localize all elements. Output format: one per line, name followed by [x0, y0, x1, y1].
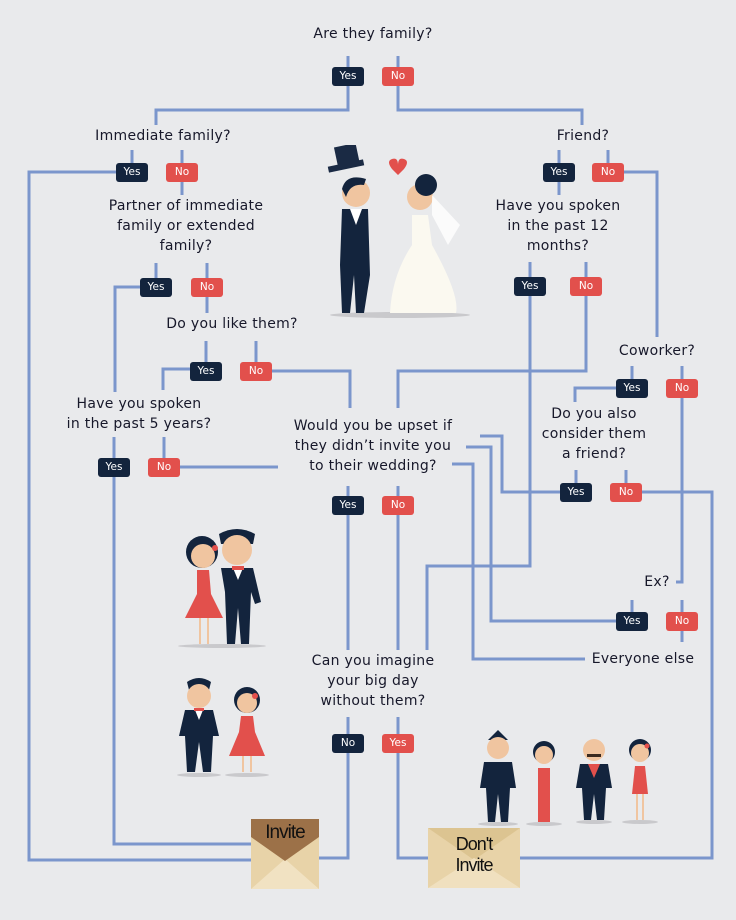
envelope-icon	[428, 828, 520, 888]
ex-yes-badge: Yes	[616, 612, 648, 631]
guests-illustration	[474, 728, 666, 832]
partner-yes-badge: Yes	[140, 278, 172, 297]
question-partner-extended: Partner of immediate family or extended …	[109, 196, 264, 256]
question-line: Have you spoken	[76, 396, 202, 412]
connector-spoken5-no	[162, 437, 278, 469]
couple-illustration	[175, 522, 270, 654]
connector-like-no	[254, 341, 352, 408]
coworker-no-badge: No	[666, 379, 698, 398]
friend-yes-badge: Yes	[543, 163, 575, 182]
pair-icon	[177, 678, 269, 777]
question-line: Have you spoken	[495, 198, 621, 214]
invite-envelope: Invite	[251, 819, 319, 889]
connector-friend-no	[606, 150, 659, 337]
question-line: a friend?	[561, 446, 627, 462]
question-consider-friend: Do you also consider them a friend?	[542, 404, 647, 464]
connector-family-yes	[154, 56, 350, 125]
question-friend: Friend?	[556, 128, 610, 144]
pair-illustration	[175, 676, 270, 782]
partner-no-badge: No	[191, 278, 223, 297]
connector-family-no	[396, 56, 584, 125]
connector-coworker-no	[676, 366, 684, 584]
upset-yes-badge: Yes	[332, 496, 364, 515]
question-line: in the past 12	[507, 218, 609, 234]
family-yes-badge: Yes	[332, 67, 364, 86]
question-line: without them?	[320, 693, 426, 709]
couple-icon	[178, 529, 266, 648]
question-imagine-big-day: Can you imagine your big day without the…	[312, 651, 435, 711]
consider-no-badge: No	[610, 483, 642, 502]
imagine-no-badge: No	[332, 734, 364, 753]
spoken5-no-badge: No	[148, 458, 180, 477]
question-line: Partner of immediate	[108, 198, 264, 214]
question-line: Can you imagine	[311, 653, 435, 669]
connector-spoken12-no	[396, 262, 588, 408]
friend-no-badge: No	[592, 163, 624, 182]
connector-ex-yes	[466, 445, 634, 623]
dont-invite-envelope: Don't Invite	[428, 828, 520, 888]
question-line: family or extended	[117, 218, 255, 234]
question-line: in the past 5 years?	[66, 416, 212, 432]
question-line: your big day	[327, 673, 419, 689]
question-are-they-family: Are they family?	[313, 26, 433, 42]
bride-and-groom-illustration	[320, 142, 480, 324]
question-would-you-be-upset: Would you be upset if they didn’t invite…	[294, 416, 453, 476]
connector-spoken5-yes	[112, 437, 251, 846]
question-coworker: Coworker?	[618, 343, 696, 359]
connector-partner-yes	[113, 263, 158, 392]
connector-coworker-yes	[573, 366, 634, 402]
imagine-yes-badge: Yes	[382, 734, 414, 753]
question-everyone-else: Everyone else	[591, 651, 695, 667]
spoken12-no-badge: No	[570, 277, 602, 296]
immediate-yes-badge: Yes	[116, 163, 148, 182]
connector-imagine-no	[319, 717, 350, 860]
dont-invite-label: Don't Invite	[428, 834, 520, 876]
question-like-them: Do you like them?	[166, 316, 298, 332]
question-line: Would you be upset if	[293, 418, 453, 434]
connector-spoken12-yes	[425, 262, 532, 650]
question-ex: Ex?	[644, 574, 670, 590]
coworker-yes-badge: Yes	[616, 379, 648, 398]
question-immediate-family: Immediate family?	[95, 128, 231, 144]
like-yes-badge: Yes	[190, 362, 222, 381]
family-no-badge: No	[382, 67, 414, 86]
connector-like-yes	[161, 341, 208, 390]
connector-imagine-yes	[396, 717, 428, 860]
question-spoken-12-months: Have you spoken in the past 12 months?	[496, 196, 621, 256]
question-line: Do you also	[551, 406, 637, 422]
like-no-badge: No	[240, 362, 272, 381]
spoken5-yes-badge: Yes	[98, 458, 130, 477]
question-line: consider them	[541, 426, 647, 442]
spoken12-yes-badge: Yes	[514, 277, 546, 296]
question-line: family?	[159, 238, 213, 254]
envelope-icon	[251, 819, 319, 889]
bride-groom-icon	[327, 142, 470, 318]
question-line: months?	[526, 238, 590, 254]
immediate-no-badge: No	[166, 163, 198, 182]
guests-icon	[478, 730, 658, 826]
invite-label: Invite	[265, 822, 305, 843]
dont-invite-line: Invite	[455, 855, 493, 875]
dont-invite-line: Don't	[455, 834, 493, 854]
connector-everyone-else	[452, 462, 585, 661]
question-line: they didn’t invite you	[294, 438, 452, 454]
upset-no-badge: No	[382, 496, 414, 515]
question-spoken-5-years: Have you spoken in the past 5 years?	[67, 394, 212, 434]
ex-no-badge: No	[666, 612, 698, 631]
question-line: to their wedding?	[309, 458, 437, 474]
consider-yes-badge: Yes	[560, 483, 592, 502]
